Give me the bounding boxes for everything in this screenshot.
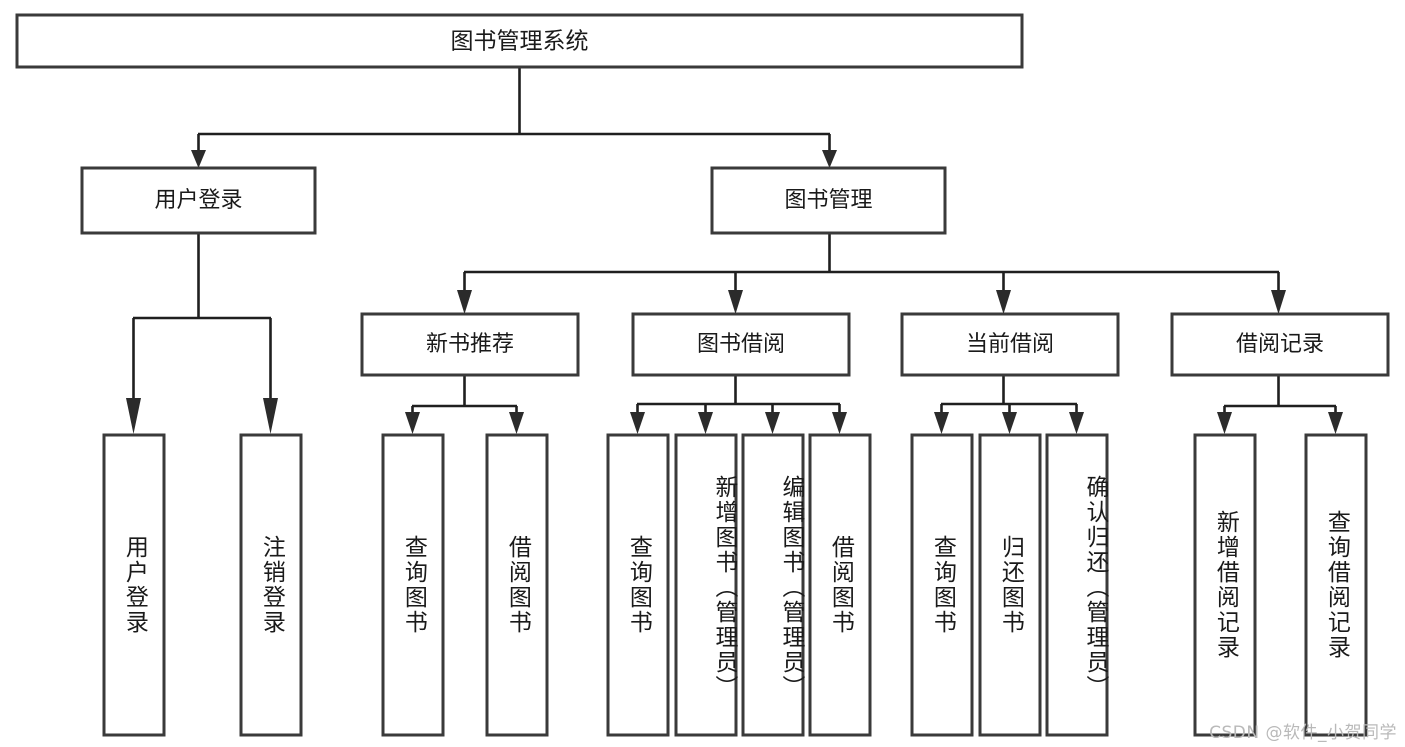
node-box-leaf-borrow-book-1[interactable]	[485, 433, 549, 737]
arrow-to-borrow-record	[1271, 290, 1286, 314]
node-box-book-manage[interactable]	[710, 166, 947, 235]
connector-group-new-book-rec	[405, 375, 524, 434]
connector-group-root	[191, 67, 837, 168]
arrow-to-leaf-borrow-book-2	[832, 412, 847, 434]
arrow-to-leaf-add-record	[1217, 412, 1232, 434]
arrow-to-leaf-query-book-1	[405, 412, 420, 434]
node-box-leaf-query-book-1[interactable]	[381, 433, 445, 737]
arrow-to-leaf-query-record	[1328, 412, 1343, 434]
node-box-leaf-query-record[interactable]	[1304, 433, 1368, 737]
arrow-to-leaf-return-book	[1002, 412, 1017, 434]
node-box-leaf-user-login[interactable]	[102, 433, 166, 737]
node-box-leaf-add-book[interactable]	[674, 433, 738, 737]
node-label-user-login: 用户登录	[154, 188, 242, 213]
connector-group-borrow-record	[1217, 375, 1343, 434]
arrow-to-leaf-edit-book	[765, 412, 780, 434]
arrow-to-book-borrow	[728, 290, 743, 314]
arrow-to-leaf-borrow-book-1	[509, 412, 524, 434]
arrow-root-to-user-login	[191, 150, 206, 168]
node-box-leaf-return-book[interactable]	[978, 433, 1042, 737]
csdn-watermark: CSDN @软件_小贺同学	[1209, 723, 1397, 743]
node-label-book-manage: 图书管理	[784, 188, 872, 213]
connector-group-user-login	[126, 233, 278, 434]
arrow-to-leaf-add-book	[698, 412, 713, 434]
node-label-root: 图书管理系统	[451, 29, 589, 55]
arrow-to-current-borrow	[996, 290, 1011, 314]
node-label-new-book-rec: 新书推荐	[426, 332, 514, 357]
node-label-borrow-record: 借阅记录	[1236, 332, 1324, 357]
arrow-to-leaf-query-book-3	[934, 412, 949, 434]
node-box-book-borrow[interactable]	[631, 312, 851, 377]
node-label-current-borrow: 当前借阅	[966, 332, 1054, 357]
node-box-leaf-confirm-return[interactable]	[1045, 433, 1109, 737]
arrow-root-to-book-manage	[822, 150, 837, 168]
node-box-leaf-query-book-2[interactable]	[606, 433, 670, 737]
node-box-borrow-record[interactable]	[1170, 312, 1390, 377]
node-box-leaf-add-record[interactable]	[1193, 433, 1257, 737]
node-box-leaf-borrow-book-2[interactable]	[808, 433, 872, 737]
arrow-to-leaf-confirm-return	[1069, 412, 1084, 434]
node-label-book-borrow: 图书借阅	[697, 332, 785, 357]
node-box-leaf-logout[interactable]	[239, 433, 303, 737]
arrow-to-leaf-query-book-2	[630, 412, 645, 434]
arrow-to-new-book-rec	[457, 290, 472, 314]
connector-group-current-borrow	[934, 375, 1084, 434]
connector-group-book-manage	[457, 233, 1286, 314]
node-box-leaf-edit-book[interactable]	[741, 433, 805, 737]
arrow-to-leaf-logout	[263, 398, 278, 434]
node-box-leaf-query-book-3[interactable]	[910, 433, 974, 737]
connector-group-book-borrow	[630, 375, 847, 434]
node-box-user-login[interactable]	[80, 166, 317, 235]
node-box-current-borrow[interactable]	[900, 312, 1120, 377]
node-box-new-book-rec[interactable]	[360, 312, 580, 377]
arrow-to-leaf-user-login	[126, 398, 141, 434]
node-box-root[interactable]	[15, 13, 1024, 69]
